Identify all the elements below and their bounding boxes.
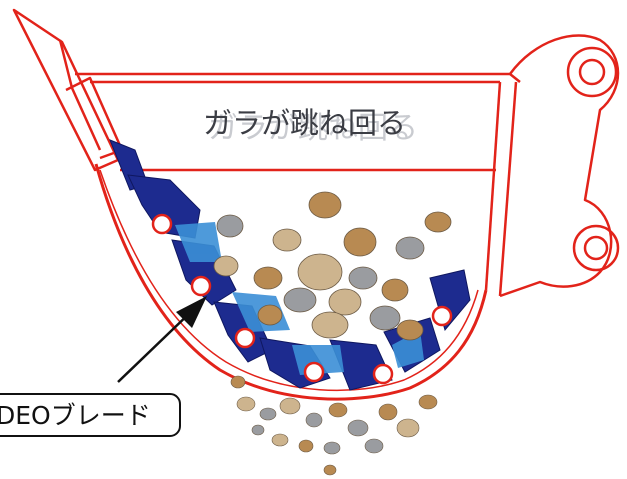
callout-label-box: DEOブレード: [0, 393, 181, 437]
rocks-falling: [230, 375, 438, 476]
pin-hole-upper: [566, 46, 618, 98]
rivet: [234, 327, 256, 349]
callout-arrow: [117, 296, 207, 383]
heading-shadow: ガラが跳ね回る: [208, 111, 418, 146]
rivet: [372, 363, 394, 385]
callout-label: DEOブレード: [0, 401, 151, 430]
mounting-bracket: [499, 34, 620, 298]
rivet: [190, 275, 212, 297]
rivet: [151, 213, 173, 235]
rocks-inside: [213, 191, 452, 341]
rivet: [303, 361, 325, 383]
pin-hole-lower: [572, 224, 620, 272]
rivet: [431, 305, 453, 327]
bucket-tooth: [12, 8, 124, 172]
bucket-bowl-outline: [94, 163, 488, 401]
rivets: [151, 213, 453, 385]
diagram-heading: ガラが跳ね回る: [203, 106, 406, 140]
bucket-frame: [75, 34, 620, 298]
